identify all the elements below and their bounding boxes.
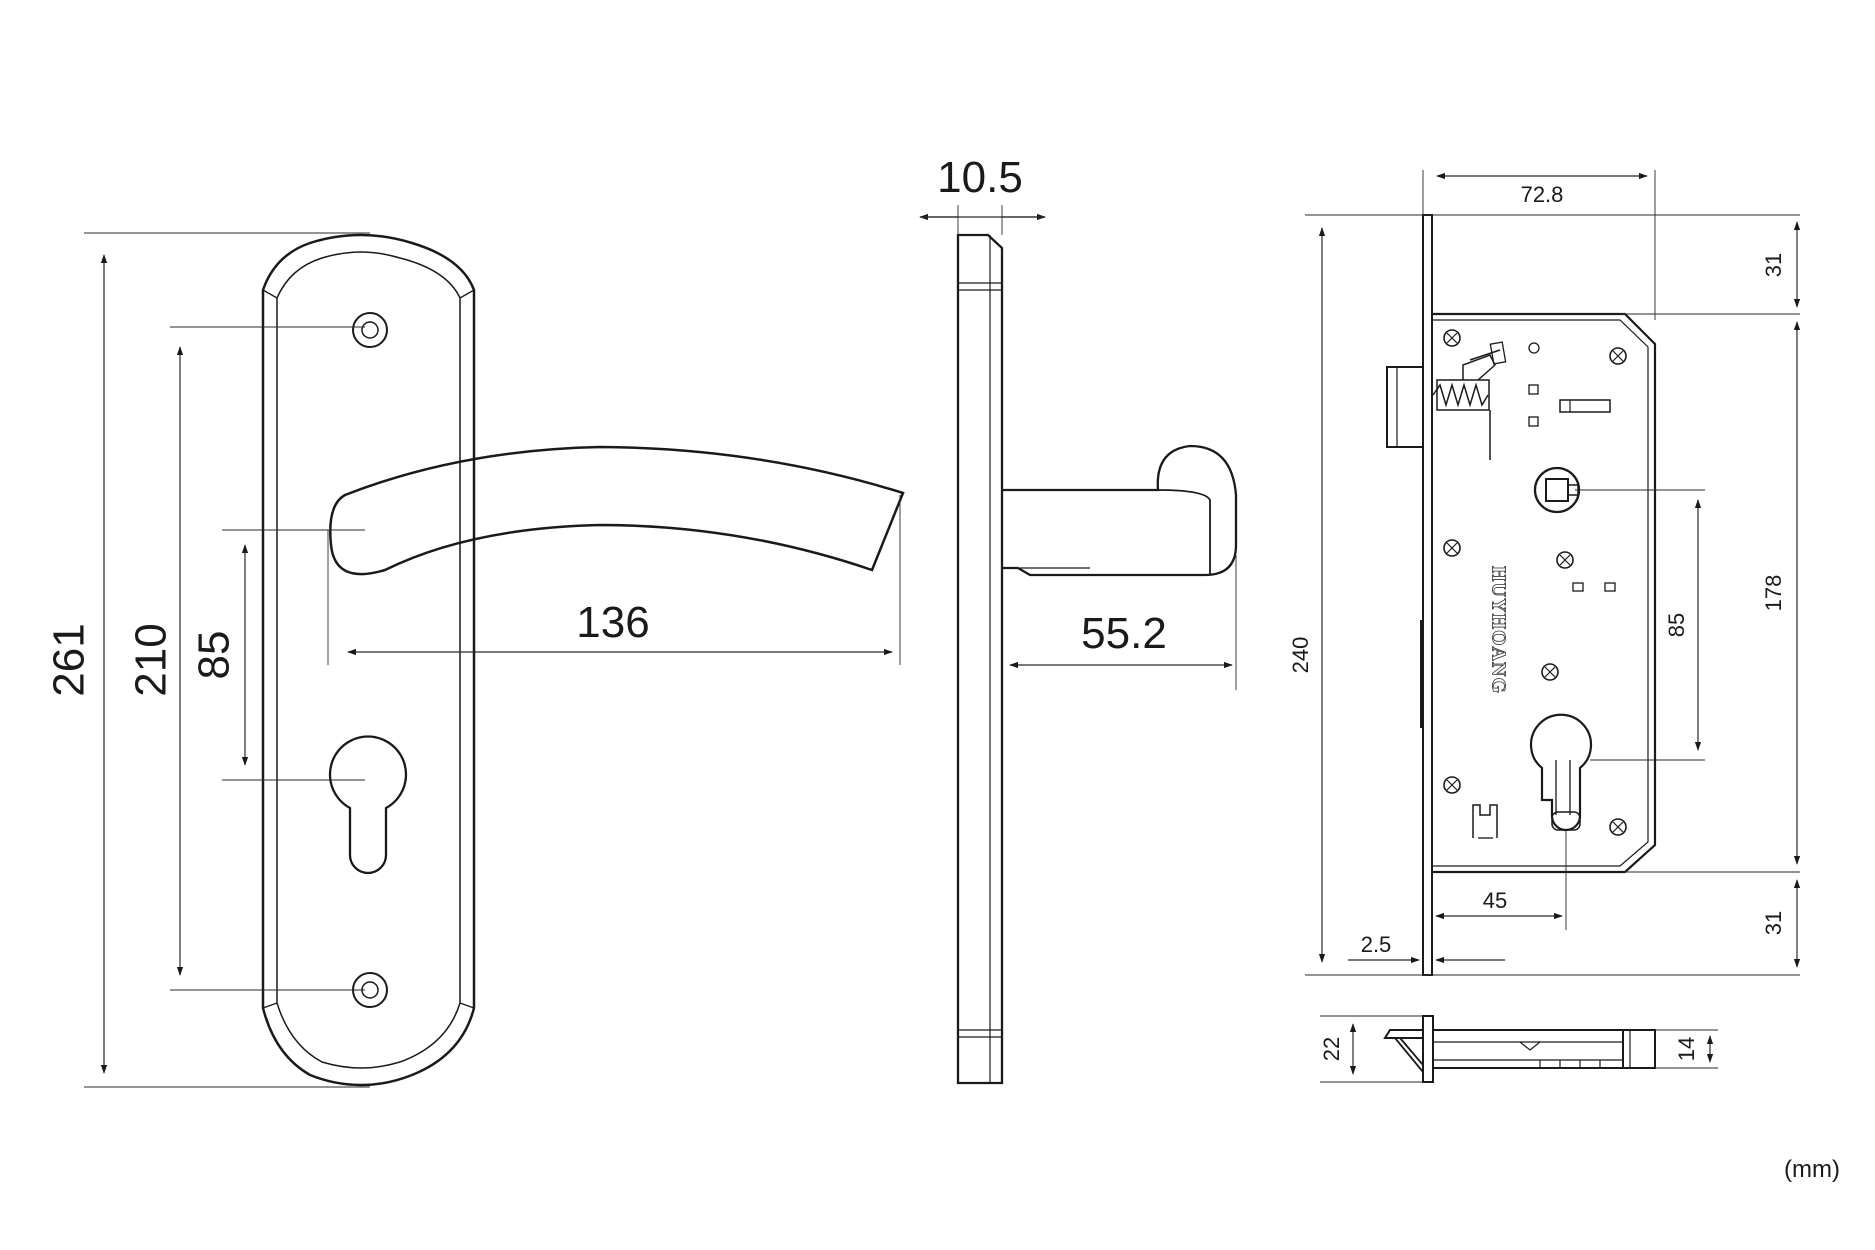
side-lever — [1002, 444, 1238, 577]
label-handle-projection: 55.2 — [1081, 609, 1167, 658]
backplate-bevel — [276, 251, 461, 1069]
lock-dimensions: 72.8 240 31 178 31 85 45 2.5 — [1288, 170, 1801, 976]
spring — [1432, 382, 1489, 408]
side-plate — [956, 233, 1004, 1085]
lever-handle — [329, 445, 905, 576]
backplate-outline — [261, 233, 476, 1087]
case-screws — [1443, 329, 1627, 836]
label-faceplate-width: 22 — [1319, 1037, 1344, 1061]
label-top-margin: 31 — [1761, 253, 1786, 277]
label-lock-width: 72.8 — [1521, 182, 1564, 207]
label-center-spacing: 85 — [1664, 613, 1689, 637]
label-case-height: 178 — [1761, 575, 1786, 612]
label-lock-total-height: 240 — [1288, 637, 1313, 674]
brand-logo: HUYHOANG — [1487, 566, 1509, 694]
label-latch-width: 14 — [1674, 1037, 1699, 1061]
label-handle-length: 136 — [576, 598, 649, 647]
label-screw-spacing: 210 — [127, 623, 176, 696]
label-bottom-margin: 31 — [1761, 911, 1786, 935]
bottom-latch — [1622, 1029, 1656, 1069]
lock-cylinder-hole — [1529, 713, 1593, 832]
label-overall-height: 261 — [45, 623, 94, 696]
front-dimensions: 261 210 85 136 — [45, 232, 901, 1088]
label-faceplate-thickness: 2.5 — [1361, 932, 1392, 957]
front-view — [261, 233, 905, 1087]
label-handle-to-cylinder: 85 — [190, 631, 239, 680]
lock-body: HUYHOANG — [1386, 214, 1657, 976]
faceplate — [1422, 214, 1433, 976]
label-plate-thickness: 10.5 — [937, 153, 1023, 202]
unit-label: (mm) — [1784, 1156, 1840, 1183]
latch-bolt — [1386, 366, 1423, 448]
bottom-dimensions: 22 14 — [1319, 1015, 1718, 1083]
bottom-view — [1383, 1015, 1656, 1083]
lock-case — [1432, 312, 1657, 874]
cylinder-cutout — [328, 735, 408, 875]
top-screw-hole — [352, 312, 388, 348]
label-backset: 45 — [1483, 888, 1507, 913]
side-view — [956, 233, 1238, 1085]
bottom-faceplate — [1422, 1015, 1434, 1083]
side-dimensions: 10.5 55.2 — [919, 153, 1237, 690]
spindle-hub — [1533, 466, 1581, 514]
